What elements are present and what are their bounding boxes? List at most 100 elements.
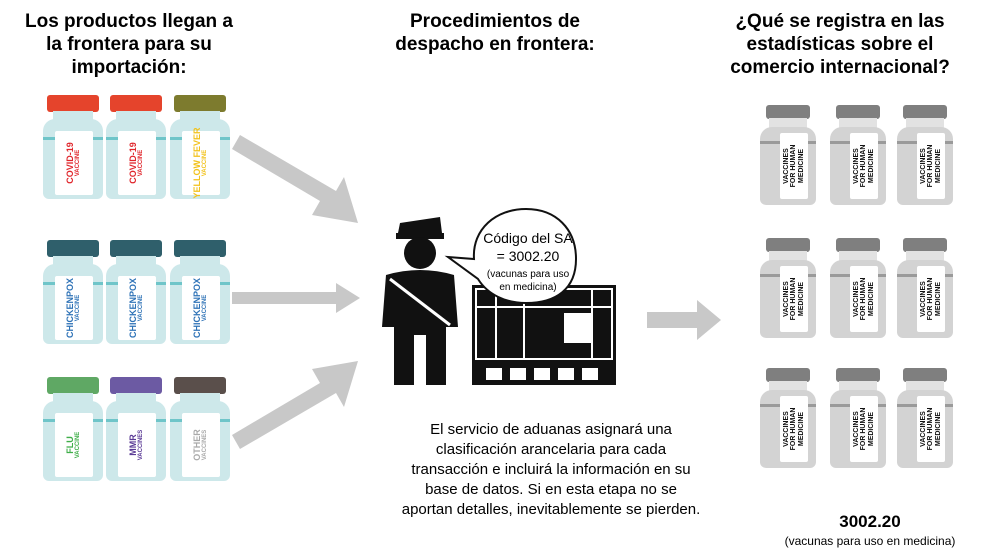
bubble-line-4: en medicina) [499,282,556,293]
vial-neck [53,111,93,121]
description-line: El servicio de aduanas asignará una [430,421,672,438]
customs-description: El servicio de aduanas asignará una clas… [373,420,729,520]
vial-label-line-2: VACCINE [138,149,145,177]
arrow-middle-icon [232,283,360,313]
vial-label-line-3: MEDICINE [797,148,805,184]
description-line: clasificación arancelaria para cada [435,441,667,458]
vial-label-line-1: CHICKENPOX [192,277,203,339]
vial-label-line-2: VACCINES [138,429,145,461]
vial-label-line-3: MEDICINE [934,148,942,184]
vial-neck [769,251,807,261]
vial-cap [110,95,162,112]
vial-label-line-2: VACCINE [75,149,82,177]
vial-label-line-1: MMR [128,434,139,456]
vial-label-line-1: VACCINES [852,148,860,184]
vial-cap [903,368,947,382]
vial-label-line-1: COVID-19 [65,142,76,184]
vial-neck [53,256,93,266]
vial-neck [839,251,877,261]
vial-cap [903,105,947,119]
vial-label-line-3: MEDICINE [867,281,875,317]
vial-label-line-2: VACCINE [202,294,209,322]
vial-cap [836,238,880,252]
vial-neck [116,256,156,266]
import-title-line: la frontera para su [46,34,212,55]
vial-label-line-1: COVID-19 [128,142,139,184]
vial-label-line-3: MEDICINE [867,148,875,184]
vial-cap [47,95,99,112]
vial-label-line-2: FOR HUMAN [927,144,935,188]
vial-label-line-2: FOR HUMAN [860,407,868,451]
vial-label-line-2: FOR HUMAN [927,407,935,451]
vial-cap [836,368,880,382]
vial-label-line-1: VACCINES [782,148,790,184]
procedures-column-title: Procedimientos de despacho en frontera: [370,10,620,56]
arrow-bottom-icon [232,361,358,449]
vial-label-line-1: VACCINES [782,281,790,317]
vial-cap [47,377,99,394]
speech-bubble: Código del SA = 3002.20 (vacunas para us… [444,207,578,305]
vial-cap [174,240,226,257]
customs-officer-icon [382,217,458,385]
vial-neck [906,251,944,261]
import-title-line: importación: [71,57,187,78]
vial-label-line-2: VACCINES [202,429,209,461]
recorded-title-line: estadísticas sobre el [746,34,934,55]
procedures-title-line: despacho en frontera: [395,34,595,55]
vial-label-line-2: FOR HUMAN [790,407,798,451]
description-line: transacción e incluirá la información en… [411,461,691,478]
vial-label-line-2: FOR HUMAN [790,277,798,321]
vial-label-line-2: FOR HUMAN [927,277,935,321]
vial-neck [180,393,220,403]
vial-label-line-1: YELLOW FEVER [192,127,203,199]
vial-neck [906,118,944,128]
vial-neck [116,393,156,403]
vial-cap [110,377,162,394]
procedures-title-line: Procedimientos de [410,11,580,32]
hs-code: 3002.20 [839,512,901,531]
vial-neck [906,381,944,391]
vial-label-line-2: VACCINE [138,294,145,322]
recorded-column-title: ¿Qué se registra en las estadísticas sob… [700,10,980,79]
vial-label-line-1: FLU [65,436,76,454]
recorded-title-line: comercio internacional? [730,57,950,78]
